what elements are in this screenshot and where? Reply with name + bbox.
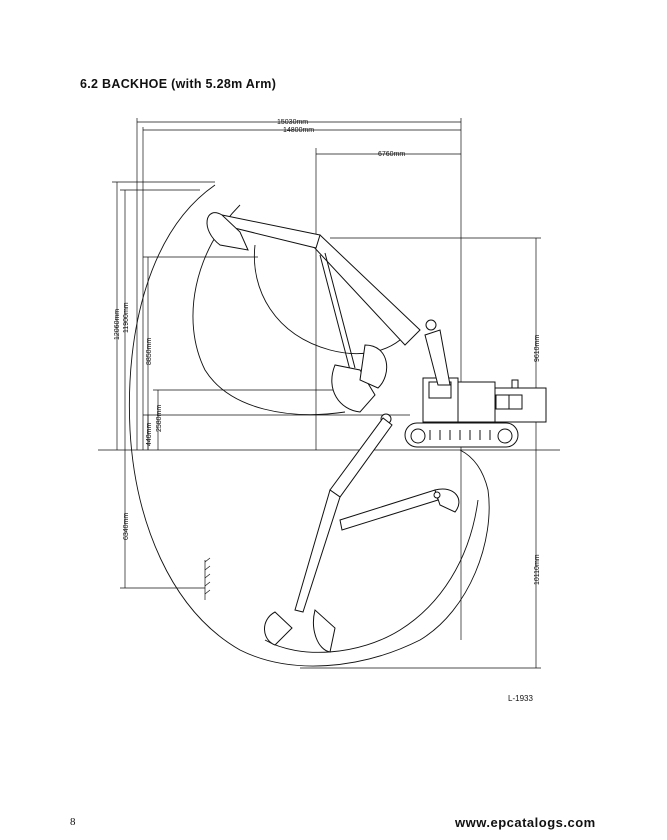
arm-pin (433, 491, 441, 499)
bucket-raised (206, 212, 249, 251)
cylinder-raised (319, 252, 356, 371)
dim-dump-top: 11900mm (123, 302, 130, 333)
excavator-machine (206, 212, 547, 653)
figure-code: L-1933 (508, 694, 533, 703)
mid-bucket-2 (359, 344, 388, 389)
dim-max-cutting-height: 12060mm (114, 309, 121, 340)
track-wheel-1 (410, 428, 426, 444)
dim-swing-radius: 6760mm (378, 151, 405, 158)
lower-inner-arc (264, 499, 479, 653)
counterweight (487, 387, 547, 423)
bucket-lowered-1 (264, 611, 293, 646)
boom-raised (311, 234, 421, 346)
wall-hatch (204, 557, 211, 595)
arm-lowered (294, 489, 341, 613)
dim-max-reach-ground: 14800mm (283, 127, 314, 134)
mid-bucket (331, 364, 376, 413)
dim-cab-height: 440mm (146, 422, 153, 446)
track-frame (404, 422, 519, 448)
bucket-right (434, 488, 460, 513)
boom-raised-lower (424, 329, 451, 386)
page-number: 8 (70, 816, 76, 828)
dim-boom-height: 9610mm (534, 335, 541, 362)
upper-boom-pivot (425, 319, 437, 331)
engine-hood (454, 381, 496, 423)
working-range-envelope (128, 184, 490, 667)
dim-max-dumping-height: 8850mm (146, 338, 153, 365)
arm-lowered-2 (339, 489, 439, 531)
track-wheel-2 (497, 428, 513, 444)
boom-lowered (329, 417, 393, 498)
dim-max-digging-depth: 10110mm (534, 554, 541, 585)
bucket-lowered-2 (313, 609, 336, 653)
inner-range-curve (192, 204, 346, 415)
dim-vertical-wall-depth: 6340mm (123, 513, 130, 540)
page-title: 6.2 BACKHOE (with 5.28m Arm) (80, 77, 277, 91)
dim-max-reach: 15030mm (277, 119, 308, 126)
track-treads (429, 430, 491, 440)
dim-min-dumping-height: 2580mm (156, 405, 163, 432)
watermark: www.epcatalogs.com (455, 815, 596, 830)
exhaust (511, 379, 519, 389)
